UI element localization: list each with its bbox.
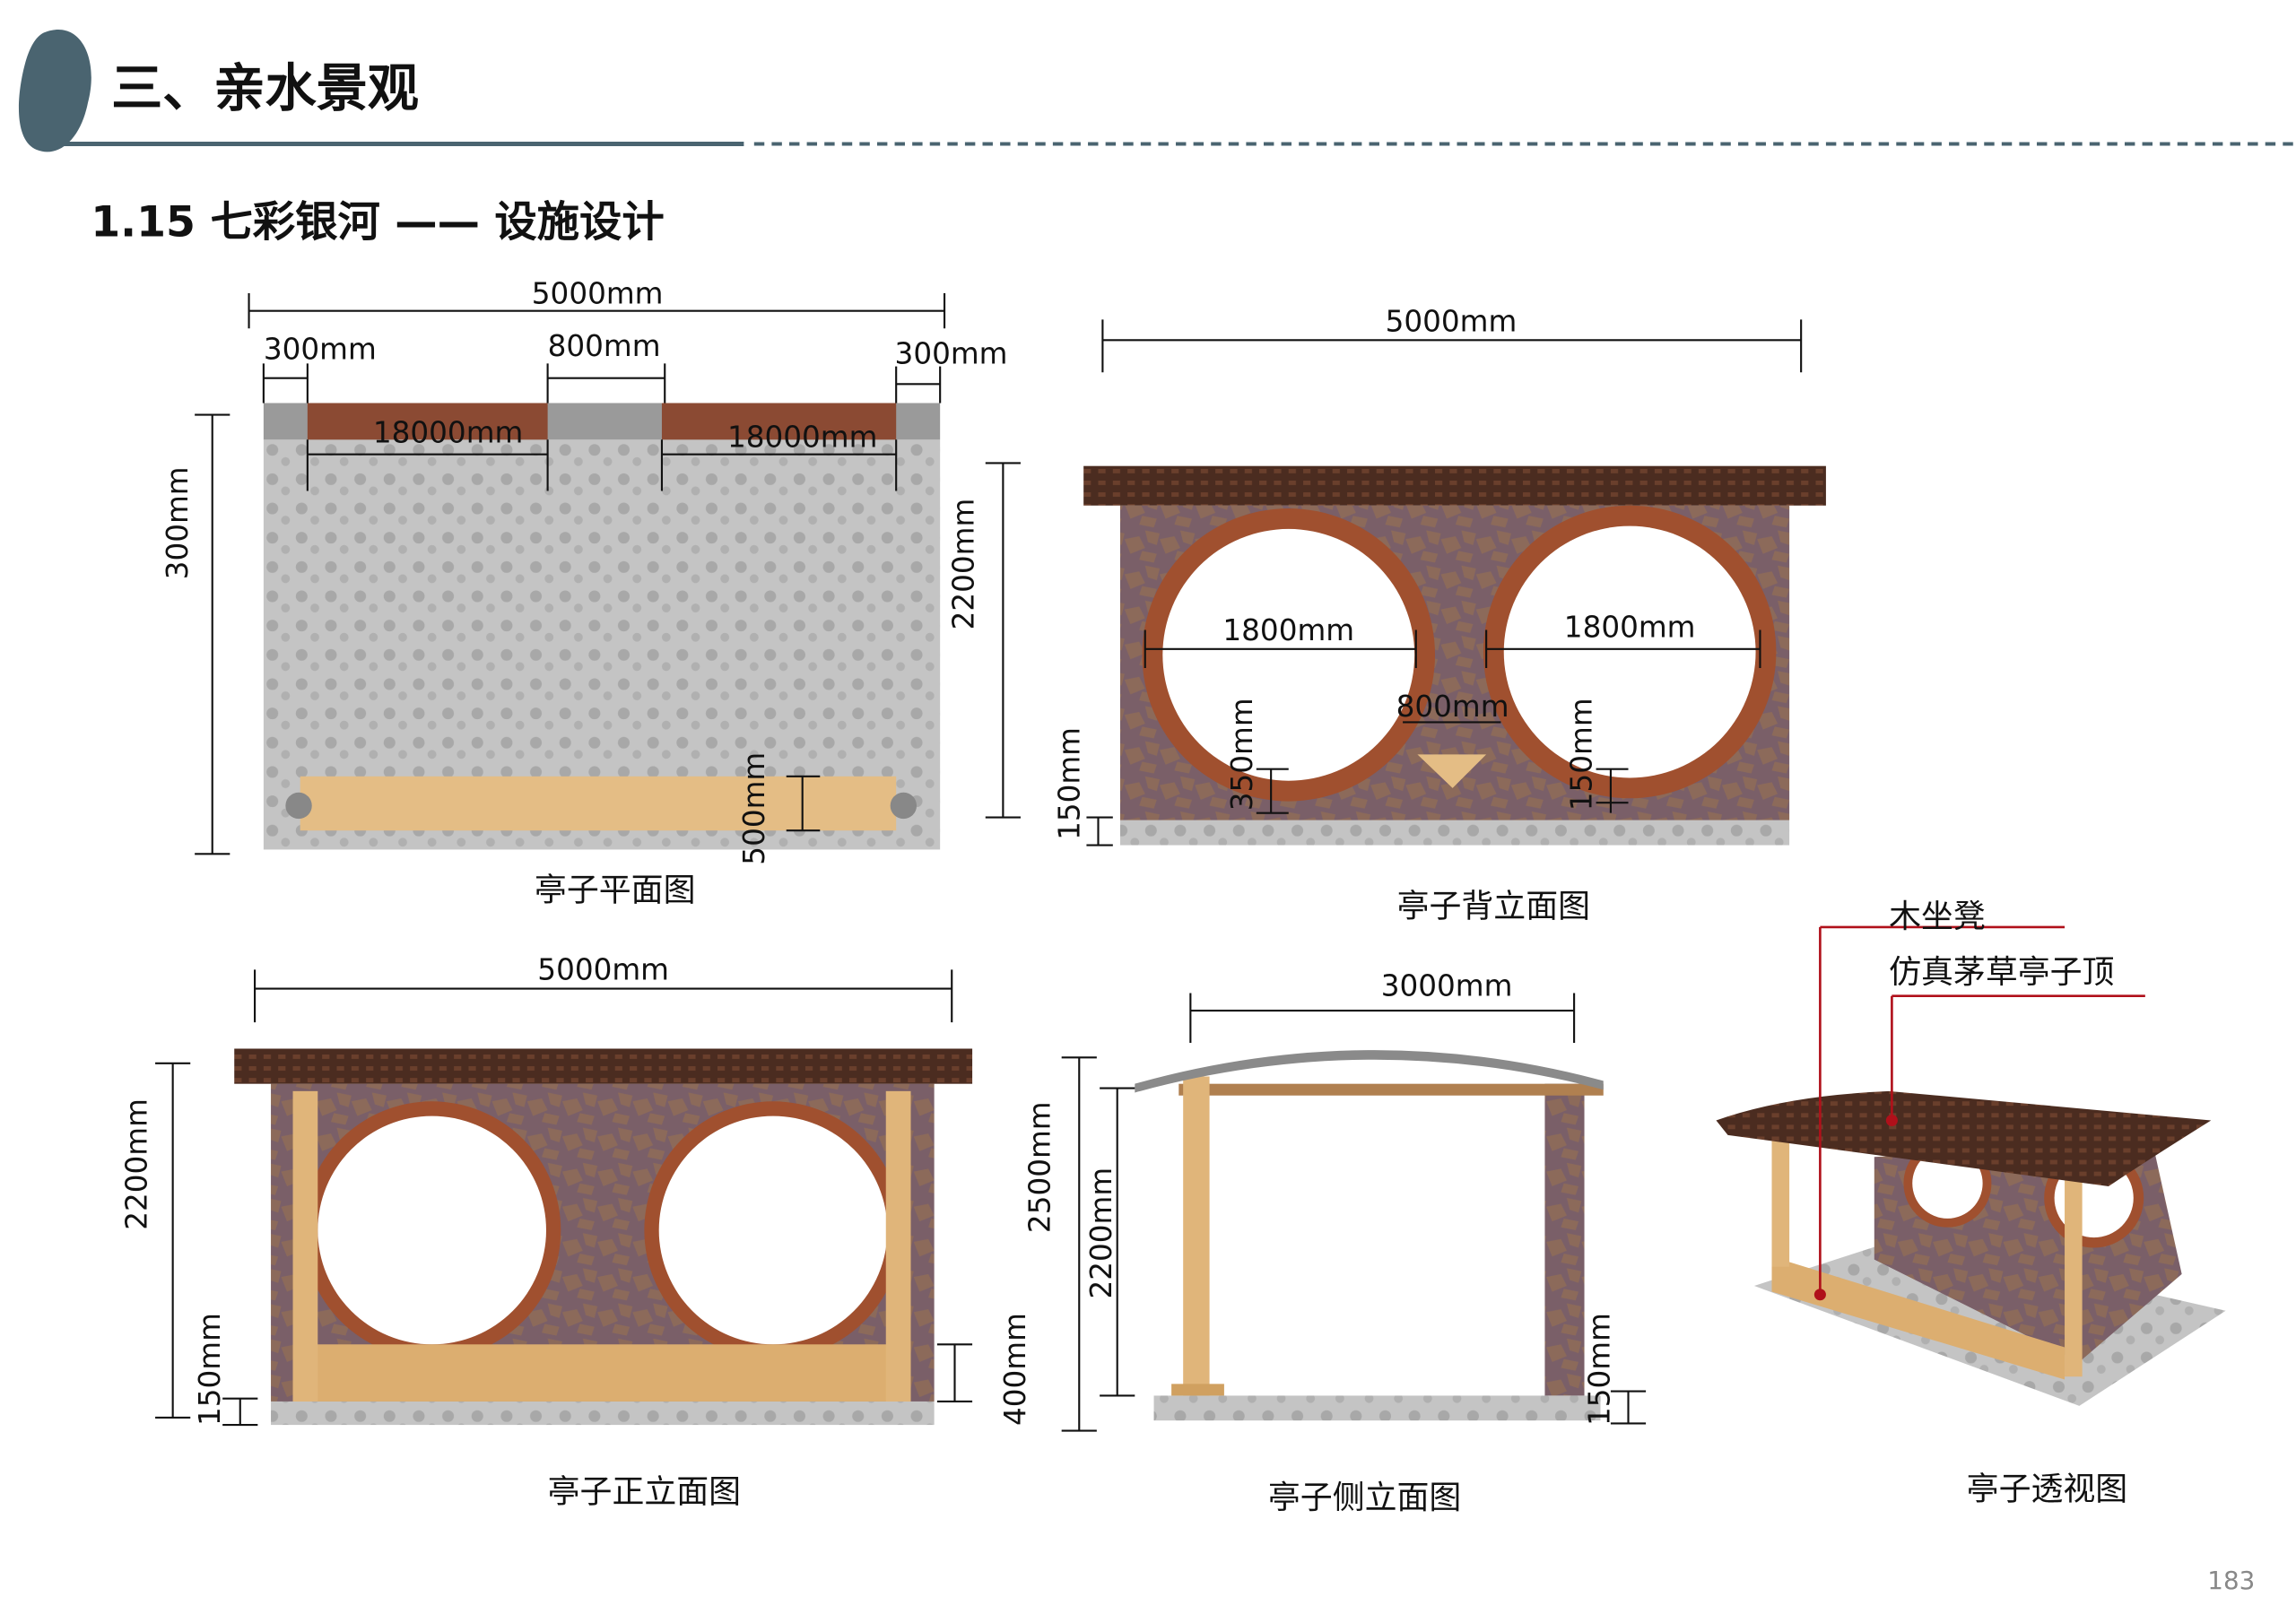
front-elevation-caption: 亭子正立面图 bbox=[548, 1474, 741, 1511]
plan-view: 5000mm 300mm 800mm 300mm 18000mm 18000mm… bbox=[161, 276, 1021, 909]
perspective-view: 木坐凳 仿真茅草亭子顶 亭子透视图 bbox=[1716, 898, 2226, 1507]
perspective-caption: 亭子透视图 bbox=[1967, 1471, 2128, 1507]
svg-text:300mm: 300mm bbox=[264, 333, 377, 367]
svg-text:5000mm: 5000mm bbox=[1386, 304, 1518, 338]
svg-text:150mm: 150mm bbox=[1052, 727, 1086, 840]
plan-bench bbox=[300, 776, 897, 831]
svg-text:3000mm: 3000mm bbox=[1381, 969, 1513, 1003]
svg-text:5000mm: 5000mm bbox=[532, 276, 664, 310]
front-elevation: 5000mm 2200mm 150mm 400mm 亭子正立面图 bbox=[119, 953, 1032, 1511]
svg-text:150mm: 150mm bbox=[1565, 698, 1599, 811]
svg-text:150mm: 150mm bbox=[1582, 1313, 1616, 1426]
svg-text:400mm: 400mm bbox=[998, 1313, 1032, 1426]
svg-text:1800mm: 1800mm bbox=[1564, 611, 1696, 645]
back-elevation: 5000mm 1800mm 1800mm 800mm 350mm 150mm 1… bbox=[1052, 304, 1826, 925]
bench-label: 木坐凳 bbox=[1889, 898, 1986, 935]
page-subtitle: 1.15 七彩银河 —— 设施设计 bbox=[91, 197, 664, 247]
svg-text:2200mm: 2200mm bbox=[1084, 1167, 1118, 1299]
svg-text:5000mm: 5000mm bbox=[537, 953, 669, 987]
svg-text:350mm: 350mm bbox=[1225, 698, 1259, 811]
svg-text:2200mm: 2200mm bbox=[947, 499, 981, 630]
svg-text:300mm: 300mm bbox=[895, 336, 1008, 370]
svg-text:18000mm: 18000mm bbox=[727, 420, 877, 454]
plan-caption: 亭子平面图 bbox=[535, 872, 696, 909]
svg-text:150mm: 150mm bbox=[193, 1313, 227, 1426]
svg-text:500mm: 500mm bbox=[737, 752, 771, 865]
header-blob bbox=[18, 30, 91, 152]
roof-label: 仿真茅草亭子顶 bbox=[1889, 954, 2114, 991]
page-number: 183 bbox=[2207, 1566, 2255, 1595]
side-elevation: 3000mm 2500mm 2200mm 150mm 亭子侧立面图 bbox=[1023, 969, 1647, 1516]
svg-text:800mm: 800mm bbox=[1396, 690, 1509, 724]
side-elevation-caption: 亭子侧立面图 bbox=[1268, 1480, 1461, 1516]
section-title: 三、亲水景观 bbox=[111, 59, 419, 118]
svg-text:300mm: 300mm bbox=[161, 466, 195, 579]
svg-text:2500mm: 2500mm bbox=[1023, 1101, 1057, 1233]
svg-text:2200mm: 2200mm bbox=[119, 1098, 153, 1230]
back-elevation-caption: 亭子背立面图 bbox=[1397, 889, 1590, 925]
svg-text:800mm: 800mm bbox=[548, 329, 661, 363]
svg-text:18000mm: 18000mm bbox=[373, 416, 523, 450]
svg-text:1800mm: 1800mm bbox=[1222, 613, 1354, 647]
